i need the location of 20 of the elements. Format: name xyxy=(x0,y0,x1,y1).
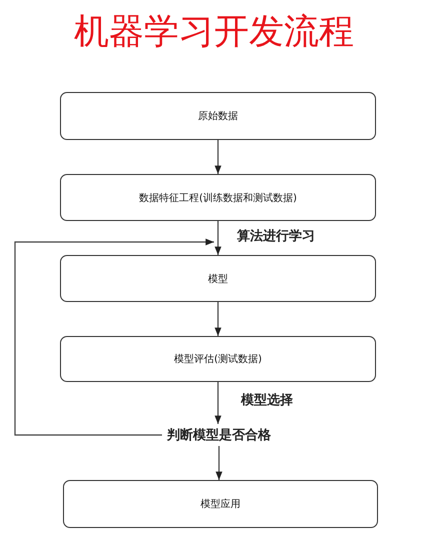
process-box xyxy=(60,174,376,221)
arrow xyxy=(216,446,222,480)
edge-label: 算法进行学习 xyxy=(236,227,316,245)
title: 机器学习开发流程 xyxy=(74,11,354,53)
arrow xyxy=(214,140,222,174)
box-text: 数据特征工程(训练数据和测试数据) xyxy=(139,192,297,204)
arrow xyxy=(214,382,222,424)
decision-text: 判断模型是否合格 xyxy=(167,427,271,444)
process-box xyxy=(63,480,378,528)
box-text: 模型评估(测试数据) xyxy=(174,352,262,366)
process-box xyxy=(60,336,376,382)
arrow xyxy=(214,221,222,255)
process-box xyxy=(60,255,376,302)
process-box xyxy=(60,92,376,140)
arrow xyxy=(214,302,222,336)
box-text: 模型应用 xyxy=(200,498,240,511)
arrow xyxy=(14,238,214,436)
box-text: 模型 xyxy=(208,272,228,286)
edge-label: 模型选择 xyxy=(240,391,294,409)
box-text: 原始数据 xyxy=(198,110,238,123)
